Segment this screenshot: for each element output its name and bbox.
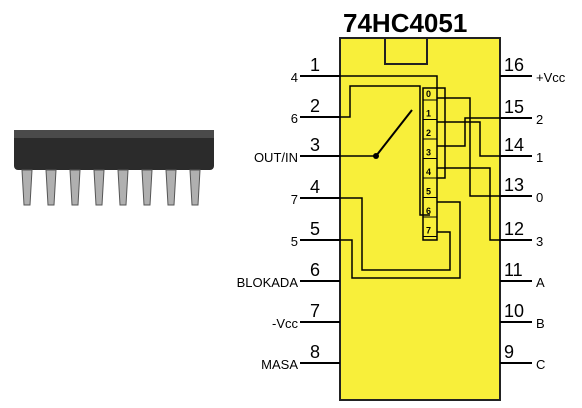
- pin-number-right: 9: [504, 342, 514, 362]
- pin-number-left: 5: [310, 219, 320, 239]
- pin-number-left: 7: [310, 301, 320, 321]
- pin-label-left: 5: [291, 234, 298, 249]
- right-pin-column: 16 +Vcc 15 2 14 1 13 0 12 3 11A 10B 9C: [500, 55, 566, 372]
- mux-channel-label: 7: [426, 226, 431, 236]
- ic-photo-leg: [189, 169, 201, 206]
- pin-number-right: 15: [504, 97, 524, 117]
- pin-label-right: 3: [536, 234, 543, 249]
- pin-label-left: BLOKADA: [237, 275, 299, 290]
- pin-label-left: OUT/IN: [254, 150, 298, 165]
- pin-label-left: 6: [291, 111, 298, 126]
- pin-label-right: 0: [536, 190, 543, 205]
- pin-label-left: 7: [291, 192, 298, 207]
- ic-photo-leg: [45, 169, 57, 206]
- chip-title: 74HC4051: [343, 8, 467, 38]
- pin-label-right: B: [536, 316, 545, 331]
- pin-label-left: -Vcc: [272, 316, 299, 331]
- ic-photo-leg: [117, 169, 129, 206]
- pin-number-right: 16: [504, 55, 524, 75]
- pin-label-right: 1: [536, 150, 543, 165]
- ic-photo-leg: [93, 169, 105, 206]
- ic-photo-leg: [21, 169, 33, 206]
- pin-number-left: 8: [310, 342, 320, 362]
- internal-wiring: [340, 75, 500, 279]
- pin-label-right: +Vcc: [536, 70, 566, 85]
- mux-channel-label: 4: [426, 167, 431, 177]
- mux-channel-label: 5: [426, 187, 431, 197]
- mux-channel-box: [422, 87, 438, 241]
- ic-photo-legs: [21, 169, 201, 206]
- pin-number-right: 10: [504, 301, 524, 321]
- pin-label-left: MASA: [261, 357, 298, 372]
- pin-number-left: 2: [310, 96, 320, 116]
- pin-label-right: A: [536, 275, 545, 290]
- switch-arm: [375, 109, 413, 157]
- ic-photo: [14, 130, 214, 206]
- pin-number-left: 6: [310, 260, 320, 280]
- pin-label-left: 4: [291, 70, 298, 85]
- pin-label-right: C: [536, 357, 545, 372]
- pin-number-right: 14: [504, 135, 524, 155]
- pin-number-left: 1: [310, 55, 320, 75]
- chip-body: [339, 37, 501, 401]
- pin-number-right: 13: [504, 175, 524, 195]
- chip-notch: [384, 37, 428, 65]
- mux-channel-label: 3: [426, 148, 431, 158]
- ic-photo-leg: [165, 169, 177, 206]
- pin-number-right: 11: [504, 260, 523, 280]
- pin-number-left: 3: [310, 135, 320, 155]
- mux-channel-label: 6: [426, 206, 431, 216]
- pin-number-right: 12: [504, 219, 524, 239]
- ic-photo-leg: [141, 169, 153, 206]
- mux-channel-label: 0: [426, 89, 431, 99]
- mux-channel-label: 2: [426, 128, 431, 138]
- mux-channel-label: 1: [426, 109, 431, 119]
- pin-number-left: 4: [310, 177, 320, 197]
- ic-photo-leg: [69, 169, 81, 206]
- mux-channel-labels: 0 1 2 3 4 5 6 7: [423, 89, 437, 237]
- mux-block: 0 1 2 3 4 5 6 7: [373, 87, 438, 241]
- pin-label-right: 2: [536, 112, 543, 127]
